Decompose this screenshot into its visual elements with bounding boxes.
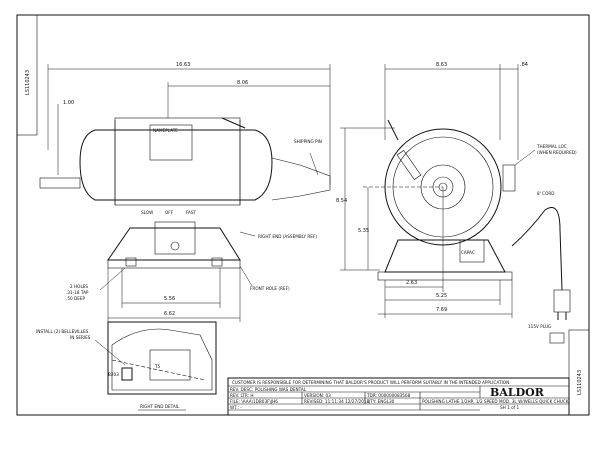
side-label-top: LS110243: [25, 70, 31, 95]
switch-slow: SLOW: [141, 210, 153, 215]
thermal-line2: (WHEN REQUIRED): [537, 150, 577, 155]
side-view: 8.63 .84 THERMAL LOC (WHEN REQUIRED) 8' …: [336, 62, 577, 344]
sheet-number: SH 1 of 1: [500, 405, 520, 410]
cord-label: 8' CORD: [537, 191, 555, 196]
side-base-plate: [377, 271, 513, 281]
detail-ref: T5: [154, 364, 161, 369]
detail-caption: RIGHT END DETAIL: [140, 404, 180, 409]
sheet-border: [16, 14, 590, 416]
front-base: [107, 227, 241, 261]
shipping-pin-label: SHIPPING PIN: [294, 139, 322, 144]
rev-desc: REV. DESC: POLISHING WAS DENTAL: [230, 387, 307, 392]
dim-overall-length: 16.63: [176, 62, 190, 68]
title-block: CUSTOMER IS RESPONSIBLE FOR DETERMINING …: [227, 377, 570, 416]
holes-line1: 2 HOLES: [70, 284, 88, 289]
version: VERSION: 03: [304, 393, 331, 398]
dim-base-outer: 6.62: [164, 311, 175, 317]
revised-date: REVISED: 11:11:34 12/27/2013: [304, 399, 370, 404]
brand-logo: BALDOR: [490, 386, 545, 399]
right-end-detail: INSTALL (2) BELLEVILLES IN SERIES B203 T…: [36, 321, 217, 411]
front-hole-label: FRONT HOLE (REF): [250, 286, 290, 291]
left-shaft: [39, 177, 81, 189]
plug-body: [553, 289, 571, 313]
dim-side-center: 5.35: [358, 228, 369, 234]
dim-side-a: 2.63: [406, 280, 417, 286]
description: POLISHING LATHE 1/2HP, 1/2 SPEED MOD. 3L…: [422, 399, 569, 404]
dim-partial-length: 8.06: [237, 80, 248, 86]
motor-housing: [79, 129, 273, 201]
rev-ltr: REV. LTR: H: [230, 393, 254, 398]
install-line2: IN SERIES: [70, 335, 91, 340]
holes-line2: .31-18 TAP: [66, 290, 89, 295]
switch-off: OFF: [165, 210, 174, 215]
front-view: 16.63 8.06 1.00 NAMEPLATE SHIPPING PIN S…: [39, 62, 331, 322]
plug-label: 115V PLUG: [528, 324, 551, 329]
install-line1: INSTALL (2) BELLEVILLES: [36, 329, 89, 334]
right-chuck: [271, 157, 331, 201]
right-end-label: RIGHT END (ASSEMBLY REF): [258, 234, 317, 239]
weight: WT.: -: [230, 405, 242, 410]
side-label-box-top: [16, 14, 38, 136]
disclaimer: CUSTOMER IS RESPONSIBLE FOR DETERMINING …: [232, 380, 511, 385]
dim-left-offset: 1.00: [63, 100, 74, 106]
side-lever: [396, 150, 422, 180]
dim-side-height: 8.54: [336, 198, 347, 204]
switch-knob: [170, 241, 180, 251]
title-block-frame: [227, 377, 570, 416]
quantity: QTY: ENGL30: [367, 399, 395, 404]
capacitor-label: CAPAC: [461, 250, 475, 255]
dim-base-inner: 5.56: [164, 296, 175, 302]
tdr-number: TDR: 000000083568: [366, 393, 411, 398]
switch-fast: FAST: [186, 210, 197, 215]
plug-face: [549, 332, 565, 344]
capacitor-box: [459, 239, 485, 263]
dim-side-width: 8.63: [436, 62, 447, 68]
detail-frame: [107, 321, 217, 395]
side-label-bottom: LS110243: [577, 370, 583, 395]
dim-side-right: .84: [520, 62, 528, 68]
detail-part-box: [121, 367, 133, 381]
switch-box: [154, 221, 196, 255]
file-path: FILE: \AAA\1DB03F\JH6: [230, 399, 278, 404]
side-label-box-bottom: [568, 329, 590, 416]
part-number: B203: [108, 372, 119, 377]
thermal-housing: [502, 164, 516, 192]
lever: [221, 117, 246, 129]
nameplate-label: NAMEPLATE: [153, 128, 178, 133]
dim-side-b: 5.25: [436, 293, 447, 299]
front-base-plate: [107, 259, 241, 269]
holes-line3: .50 DEEP: [66, 296, 86, 301]
nameplate-plate: [149, 124, 193, 161]
dim-side-c: 7.69: [436, 307, 447, 313]
thermal-line1: THERMAL LOC: [536, 144, 567, 149]
power-cord: [511, 207, 563, 291]
